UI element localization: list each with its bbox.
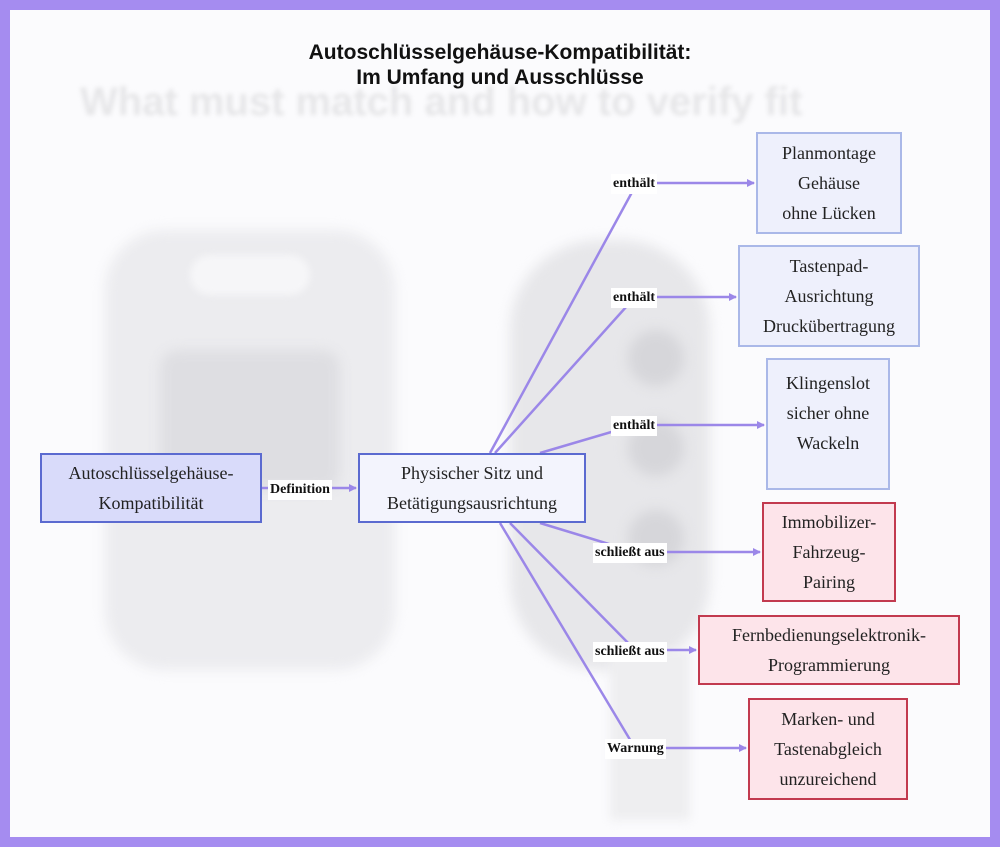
diagram-title: Autoschlüsselgehäuse-Kompatibilität: Im … <box>10 40 990 90</box>
node-n1-line-2: Gehäuse <box>798 173 860 193</box>
edge-label-enthaelt-3: enthält <box>611 416 657 436</box>
node-n3-line-3: Wackeln <box>796 433 860 453</box>
node-mid-line-1: Physischer Sitz und <box>401 463 543 483</box>
title-line-2: Im Umfang und Ausschlüsse <box>356 66 644 89</box>
node-mid-line-2: Betätigungsausrichtung <box>387 493 557 513</box>
node-n3-line-2: sicher ohne <box>786 403 870 423</box>
node-n4-line-2: Fahrzeug- <box>792 542 866 562</box>
edge-label-warnung: Warnung <box>605 739 666 759</box>
node-n2-line-2: Ausrichtung <box>784 286 874 306</box>
node-n5-line-2: Programmierung <box>768 655 890 675</box>
node-n6-line-3: unzureichend <box>779 769 877 789</box>
node-klingenslot: Klingenslot sicher ohne Wackeln <box>766 358 890 490</box>
node-physischer-sitz: Physischer Sitz und Betätigungsausrichtu… <box>358 453 586 523</box>
node-tastenpad: Tastenpad- Ausrichtung Druckübertragung <box>738 245 920 347</box>
diagram-canvas: What must match and how to verify fit Au… <box>10 10 990 837</box>
node-n2-line-1: Tastenpad- <box>789 256 869 276</box>
title-line-1: Autoschlüsselgehäuse-Kompatibilität: <box>308 41 692 64</box>
node-root-line-2: Kompatibilität <box>98 493 204 513</box>
node-n6-line-2: Tastenabgleich <box>774 739 882 759</box>
node-n1-line-3: ohne Lücken <box>782 203 876 223</box>
node-planmontage: Planmontage Gehäuse ohne Lücken <box>756 132 902 234</box>
node-root-kompatibilitaet: Autoschlüsselgehäuse- Kompatibilität <box>40 453 262 523</box>
edge-label-schliesst-aus-2: schließt aus <box>593 642 667 662</box>
node-n5-line-1: Fernbedienungselektronik- <box>732 625 926 645</box>
edge-label-schliesst-aus-1: schließt aus <box>593 543 667 563</box>
node-immobilizer: Immobilizer- Fahrzeug- Pairing <box>762 502 896 602</box>
node-n4-line-3: Pairing <box>803 572 855 592</box>
edge-label-enthaelt-2: enthält <box>611 288 657 308</box>
node-root-line-1: Autoschlüsselgehäuse- <box>68 463 234 483</box>
node-markenabgleich: Marken- und Tastenabgleich unzureichend <box>748 698 908 800</box>
node-n2-line-3: Druckübertragung <box>763 316 895 336</box>
node-n3-line-1: Klingenslot <box>786 373 870 393</box>
node-n4-line-1: Immobilizer- <box>781 512 877 532</box>
node-fernbedienung: Fernbedienungselektronik- Programmierung <box>698 615 960 685</box>
edge-to-planmontage <box>488 179 755 454</box>
edge-label-enthaelt-1: enthält <box>611 174 657 194</box>
node-n1-line-1: Planmontage <box>782 143 876 163</box>
node-n6-line-1: Marken- und <box>781 709 875 729</box>
edge-label-definition: Definition <box>268 480 332 500</box>
